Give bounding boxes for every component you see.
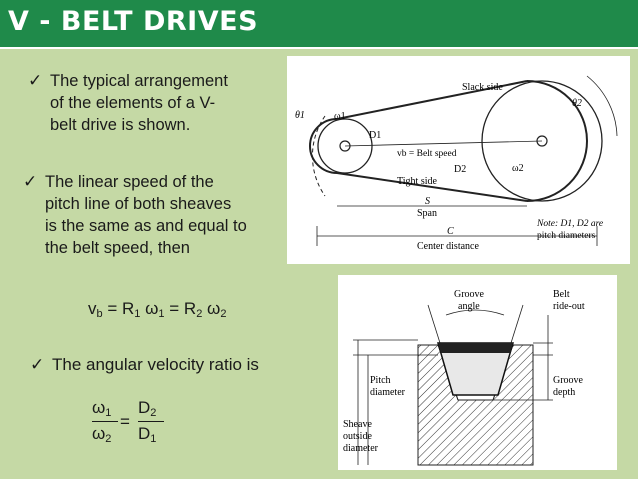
groove-angle-label-1: Groove	[454, 289, 485, 300]
note-line-1: Note: D1, D2 are	[536, 219, 603, 229]
bullet-line: belt drive is shown.	[50, 116, 191, 134]
pitch-diameter-label-1: Pitch	[370, 375, 391, 386]
bullet-line: is the same as and equal to	[45, 217, 247, 235]
check-icon: ✓	[23, 172, 38, 192]
bullet-angular-velocity: ✓ The angular velocity ratio is	[30, 354, 259, 376]
center-symbol: C	[447, 226, 454, 237]
span-label: Span	[417, 208, 437, 219]
d2-label: D2	[454, 164, 466, 175]
check-icon: ✓	[30, 355, 45, 375]
belt-rideout-label-2: ride-out	[553, 301, 585, 312]
bullet-line: pitch line of both sheaves	[45, 195, 232, 213]
sheave-label-2: outside	[343, 431, 372, 442]
d1-label: D1	[369, 130, 381, 141]
sheave-label-1: Sheave	[343, 419, 372, 430]
groove-depth-label-1: Groove	[553, 375, 584, 386]
omega2-label: ω2	[512, 163, 524, 174]
theta1-label: θ1	[295, 110, 305, 121]
check-icon: ✓	[28, 71, 43, 91]
groove-depth-label-2: depth	[553, 387, 575, 398]
bullet-line: the belt speed, then	[45, 239, 190, 257]
diameter-fraction: D2 D1	[138, 398, 164, 445]
belt-speed-label: vb = Belt speed	[397, 149, 457, 159]
bullet-line: of the elements of a V-	[50, 94, 216, 112]
center-distance-label: Center distance	[417, 241, 479, 252]
tight-side-label: Tight side	[397, 176, 437, 187]
belt-drive-diagram: Slack side D1 vb = Belt speed D2 Tight s…	[287, 56, 630, 264]
omega1-label: ω1	[334, 111, 346, 122]
belt-rideout-label-1: Belt	[553, 289, 570, 300]
omega-fraction: ω1 ω2	[92, 398, 118, 445]
ratio-equals: =	[120, 412, 130, 431]
speed-formula: vb = R1 ω1 = R2 ω2	[88, 299, 227, 320]
groove-angle-label-2: angle	[458, 301, 480, 312]
note-line-2: pitch diameters	[537, 231, 596, 241]
sheave-label-3: diameter	[343, 443, 379, 454]
slide-title: V - BELT DRIVES	[8, 6, 259, 37]
title-bar: V - BELT DRIVES	[0, 0, 638, 49]
bullet-line: The angular velocity ratio is	[52, 355, 259, 374]
groove-section-diagram: Groove angle Belt ride-out Pitch diamete…	[338, 275, 617, 470]
theta2-label: θ2	[572, 98, 582, 109]
span-symbol: S	[425, 196, 430, 207]
bullet-arrangement: ✓ The typical arrangement of the element…	[28, 70, 228, 136]
bullet-line: The typical arrangement	[50, 72, 228, 90]
pitch-diameter-label-2: diameter	[370, 387, 406, 398]
slack-side-label: Slack side	[462, 82, 503, 93]
bullet-line: The linear speed of the	[45, 173, 214, 191]
bullet-linear-speed: ✓ The linear speed of the pitch line of …	[23, 171, 247, 259]
